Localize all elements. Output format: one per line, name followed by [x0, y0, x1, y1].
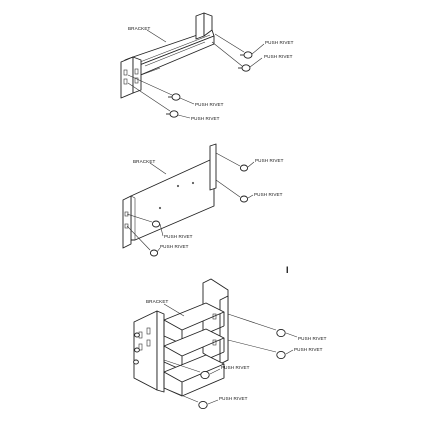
diagram-3-rivet-4	[163, 387, 208, 410]
diagram-3-rivet-1-label: PUSH RIVET	[298, 336, 327, 341]
diagram-3-rivet-3	[163, 359, 210, 380]
diagram-3-rivet-2-label: PUSH RIVET	[294, 347, 323, 352]
diagram-2-rivet-1-label: PUSH RIVET	[255, 158, 284, 163]
diagram-2-rivet-2	[215, 179, 249, 203]
diagram-1-bracket-label: BRACKET	[128, 26, 150, 31]
diagram-1-rivet-3-label: PUSH RIVET	[195, 102, 224, 107]
diagram-3-rivet-3-label: PUSH RIVET	[221, 365, 250, 370]
diagram-1-rivet-1	[214, 33, 253, 59]
diagram-2-bracket-label: BRACKET	[133, 159, 155, 164]
diagram-2-rivet-2-leader	[247, 194, 254, 199]
diagram-1-rivet-3-leader	[179, 97, 195, 105]
diagram-2-rivet-1-leader	[247, 161, 255, 168]
section-marker: I	[286, 265, 289, 275]
diagram-1-bracket	[120, 12, 215, 99]
diagram-3-rivet-2-leader	[285, 349, 294, 355]
diagram-2-bracket	[122, 143, 217, 249]
diagram-3-rivet-4-leader	[207, 399, 219, 405]
diagram-2-bracket-leader	[149, 162, 167, 175]
diagram-3-bracket-assembly: BRACKET PUSH RIVET PUSH RIVET PUSH RIVET…	[133, 278, 327, 410]
diagram-2-rivet-2-label: PUSH RIVET	[254, 192, 283, 197]
diagram-3-rivet-2	[227, 339, 286, 360]
diagram-3-bracket-label: BRACKET	[146, 299, 168, 304]
diagram-3-rivet-1	[227, 313, 286, 338]
diagram-2-rivet-1	[215, 152, 249, 172]
diagram-1-bracket-leader	[146, 29, 167, 43]
diagram-1-rivet-4-label: PUSH RIVET	[191, 116, 220, 121]
diagram-1-bracket-assembly: BRACKET PUSH RIVET PUSH RIVET PU	[120, 12, 294, 121]
diagram-1-rivet-2-label: PUSH RIVET	[264, 54, 293, 59]
diagram-3-bracket	[133, 278, 229, 397]
diagram-1-rivet-3	[127, 74, 181, 101]
diagram-2-rivet-3	[126, 213, 161, 228]
diagram-1-rivet-1-leader	[251, 43, 265, 55]
diagram-2-bracket-assembly: BRACKET PUSH RIVET PUSH RIVET PUSH RIVET…	[122, 143, 284, 257]
diagram-3-bracket-leader	[163, 303, 185, 317]
diagram-2-rivet-4	[126, 225, 159, 257]
diagram-1-rivet-4	[127, 82, 179, 118]
diagram-3-rivet-1-leader	[285, 332, 298, 338]
diagram-2-rivet-4-leader	[156, 247, 161, 253]
diagram-1-rivet-1-label: PUSH RIVET	[265, 40, 294, 45]
diagram-3-rivet-3-leader	[209, 368, 221, 375]
diagram-1-rivet-2-leader	[249, 57, 263, 68]
diagram-1-rivet-2	[211, 41, 251, 72]
diagram-2-rivet-4-label: PUSH RIVET	[160, 244, 189, 249]
diagram-3-rivet-4-label: PUSH RIVET	[219, 396, 248, 401]
diagram-2-rivet-3-leader	[159, 223, 164, 237]
diagram-1-rivet-4-leader	[177, 114, 191, 119]
diagram-2-rivet-3-label: PUSH RIVET	[164, 234, 193, 239]
